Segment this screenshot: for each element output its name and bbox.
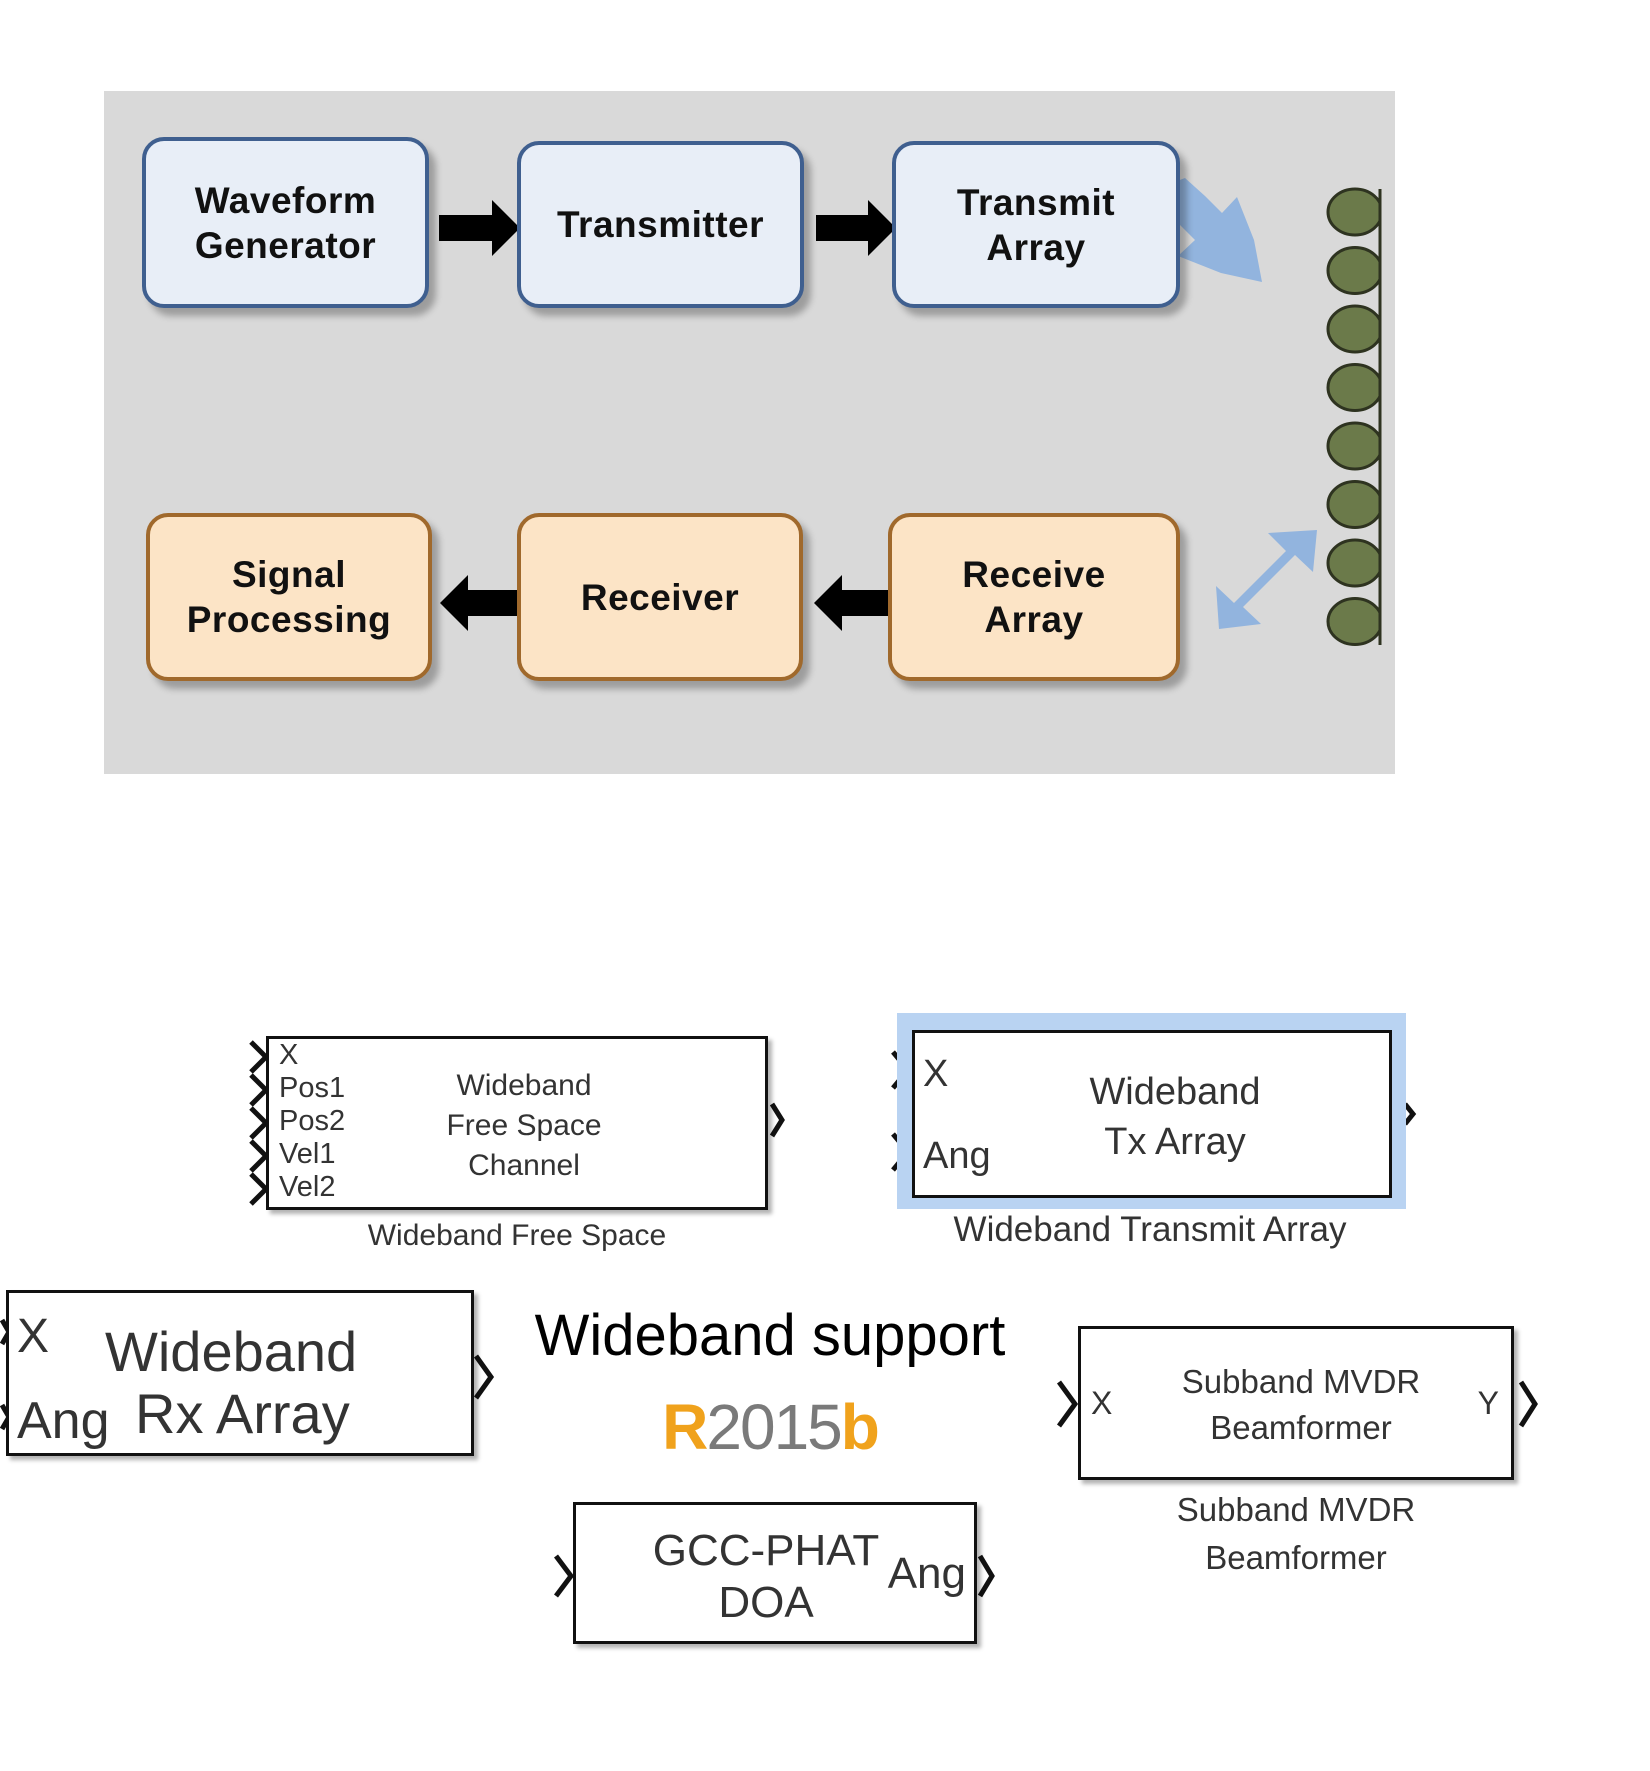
receive-array-label: Receive Array bbox=[962, 554, 1106, 640]
free-space-caption: Wideband Free Space bbox=[367, 1219, 667, 1252]
tx-array-caption: Wideband Transmit Array bbox=[953, 1210, 1347, 1249]
mvdr-output-chevron bbox=[1518, 1380, 1538, 1428]
mvdr-title: Subband MVDR Beamformer bbox=[1181, 1363, 1421, 1446]
antenna-element bbox=[1326, 304, 1380, 354]
free-space-port-vel2-chevron bbox=[249, 1172, 270, 1206]
waveform-generator-block[interactable]: Waveform Generator bbox=[142, 137, 429, 308]
mvdr-input-chevron bbox=[1056, 1380, 1079, 1428]
waveform-generator-label: Waveform Generator bbox=[194, 179, 377, 266]
transmitter-label: Transmitter bbox=[556, 204, 764, 245]
antenna-element bbox=[1326, 597, 1380, 646]
rx-array-title-line1: Wideband bbox=[105, 1320, 358, 1383]
transmit-array-block[interactable]: Transmit Array bbox=[892, 141, 1180, 308]
gcc-title: GCC-PHAT DOA bbox=[652, 1526, 880, 1627]
rx-array-title-line2: Rx Array bbox=[135, 1382, 350, 1445]
release-prefix: R bbox=[662, 1391, 708, 1463]
transmitter-block[interactable]: Transmitter bbox=[517, 141, 804, 308]
antenna-element bbox=[1326, 421, 1380, 471]
arrow-transmitter-to-transmit-array bbox=[816, 200, 896, 256]
arrow-receiver-to-signal-processing bbox=[440, 575, 520, 631]
free-space-port-pos1-chevron bbox=[249, 1073, 270, 1107]
release-badge: R2015b bbox=[600, 1390, 940, 1464]
gcc-phat-doa-block[interactable]: GCC-PHAT DOA Ang bbox=[573, 1502, 977, 1644]
antenna-element bbox=[1326, 538, 1380, 588]
free-space-port-pos2: Pos2 bbox=[279, 1105, 346, 1137]
gcc-output-chevron bbox=[977, 1554, 995, 1598]
wideband-rx-array-block[interactable]: X Ang Wideband Rx Array bbox=[6, 1290, 474, 1456]
wideband-tx-array-block[interactable]: X Ang Wideband Tx Array bbox=[912, 1030, 1392, 1198]
arrow-receive-array-to-receiver bbox=[814, 575, 894, 631]
free-space-port-pos2-chevron bbox=[249, 1106, 270, 1140]
free-space-port-vel1: Vel1 bbox=[279, 1138, 336, 1170]
signal-processing-block[interactable]: Signal Processing bbox=[146, 513, 432, 681]
mvdr-port-x: X bbox=[1091, 1385, 1113, 1421]
release-suffix: b bbox=[840, 1391, 880, 1463]
receiver-block[interactable]: Receiver bbox=[517, 513, 803, 681]
tx-array-port-x: X bbox=[923, 1053, 949, 1095]
free-space-port-vel2: Vel2 bbox=[279, 1171, 336, 1203]
antenna-array bbox=[1326, 187, 1382, 646]
receiver-label: Receiver bbox=[580, 576, 740, 618]
free-space-output-chevron bbox=[769, 1102, 785, 1138]
tx-array-port-ang: Ang bbox=[923, 1135, 991, 1177]
release-year: 2015 bbox=[706, 1391, 842, 1463]
rx-array-output-chevron bbox=[473, 1354, 495, 1400]
antenna-element bbox=[1326, 480, 1380, 529]
arrow-waveform-to-transmitter bbox=[439, 200, 520, 256]
wideband-support-label: Wideband support bbox=[534, 1303, 1006, 1368]
tx-array-title: Wideband Tx Array bbox=[1089, 1071, 1261, 1163]
subband-mvdr-beamformer-block[interactable]: X Y Subband MVDR Beamformer bbox=[1078, 1326, 1514, 1480]
receive-array-block[interactable]: Receive Array bbox=[888, 513, 1180, 681]
gcc-input-chevron bbox=[554, 1554, 575, 1598]
wideband-free-space-block[interactable]: X Pos1 Pos2 Vel1 Vel2 Wideband Free Spac… bbox=[266, 1036, 768, 1210]
transmit-array-label: Transmit Array bbox=[956, 181, 1116, 268]
rx-array-port-x: X bbox=[17, 1310, 50, 1363]
antenna-element bbox=[1326, 246, 1380, 295]
gcc-port-ang: Ang bbox=[887, 1549, 966, 1598]
free-space-port-x-chevron bbox=[249, 1040, 270, 1074]
mvdr-caption: Subband MVDR Beamformer bbox=[1176, 1491, 1416, 1576]
rx-array-port-ang: Ang bbox=[17, 1392, 110, 1450]
link-arrow-receive bbox=[1216, 530, 1317, 629]
mvdr-port-y: Y bbox=[1477, 1385, 1499, 1421]
free-space-title: Wideband Free Space Channel bbox=[446, 1069, 602, 1182]
antenna-element bbox=[1326, 363, 1380, 412]
free-space-port-vel1-chevron bbox=[249, 1139, 270, 1173]
signal-processing-label: Signal Processing bbox=[186, 554, 392, 640]
free-space-port-x: X bbox=[279, 1039, 299, 1071]
antenna-element bbox=[1326, 187, 1380, 237]
diagram-arrows bbox=[439, 150, 1317, 631]
tx-array-output-chevron bbox=[1403, 1102, 1417, 1126]
free-space-port-pos1: Pos1 bbox=[279, 1072, 346, 1104]
